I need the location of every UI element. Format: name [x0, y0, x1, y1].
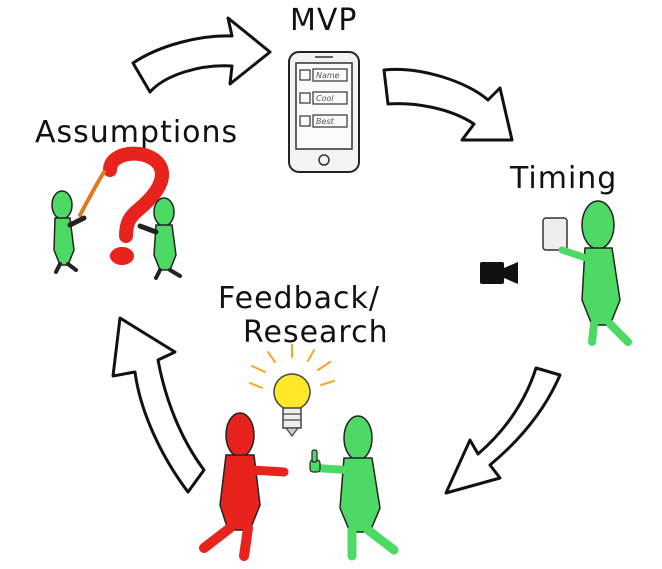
- arrow-to-feedback-icon: [444, 366, 562, 495]
- lightbulb-icon: [249, 344, 335, 437]
- phone-icon: Name Cool Best: [288, 51, 360, 173]
- green-figure-timing: [542, 200, 632, 346]
- mvp-label: MVP: [290, 3, 358, 38]
- question-mark-icon: [103, 146, 169, 265]
- phone-field-1: Name: [316, 71, 340, 80]
- green-figure-feedback: [312, 415, 399, 561]
- rope-icon: [78, 170, 106, 217]
- timing-label: Timing: [509, 161, 617, 196]
- research-label: Research: [243, 315, 389, 350]
- red-figure-feedback: [199, 412, 289, 561]
- phone-field-3: Best: [316, 117, 335, 126]
- green-figure-assumptions-right: [137, 197, 182, 280]
- camera-icon: [480, 262, 504, 284]
- arrow-to-assumptions-icon: [111, 316, 206, 494]
- phone-field-2: Cool: [316, 94, 334, 103]
- thumbs-up-icon: [309, 449, 321, 473]
- assumptions-label: Assumptions: [35, 115, 238, 150]
- green-figure-assumptions-left: [51, 190, 87, 274]
- arrow-to-timing-icon: [382, 67, 514, 142]
- feedback-label: Feedback/: [218, 281, 380, 316]
- arrow-to-mvp-icon: [131, 16, 272, 94]
